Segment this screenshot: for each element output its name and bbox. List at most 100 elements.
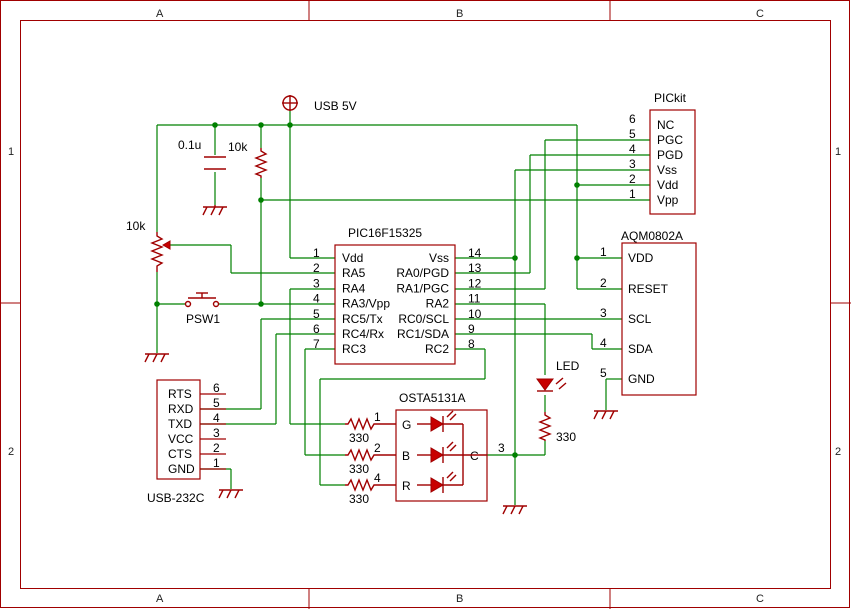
rgb-led-osta5131a: OSTA5131A 1 2 4 G B R C 3 [374,391,505,502]
led-label: LED [556,359,580,373]
mcu-pin-name-4: RA3/Vpp [342,297,390,311]
rgb-resistor-g-label: 330 [349,431,369,445]
frame-col-a-bottom: A [156,593,164,605]
usb232-pin-num-6: 6 [213,381,220,395]
pickit-pin-name-4: PGD [657,148,683,162]
usb232-pin-num-5: 5 [213,396,220,410]
mcu-pin-num-5: 5 [313,307,320,321]
mcu-pin-name-9: RC1/SDA [397,327,449,341]
potentiometer-10k: 10k [126,219,171,272]
frame-col-a-top: A [156,8,164,20]
pickit-name: PICkit [654,91,687,105]
usb232-pin-num-4: 4 [213,411,220,425]
frame-row-1-right: 1 [835,146,841,158]
frame-row-2-left: 2 [8,446,14,458]
mcu-pin-num-14: 14 [468,246,482,260]
rgb-pin-c-name: C [470,449,479,463]
mcu-pin-name-6: RC4/Rx [342,327,384,341]
pickit-pin-num-4: 4 [629,142,636,156]
lcd-pin-num-1: 1 [600,245,607,259]
mcu-pin-num-4: 4 [313,292,320,306]
mcu-pin-num-3: 3 [313,276,320,290]
usb232-pin-num-1: 1 [213,456,220,470]
mcu-pin-name-11: RA2 [426,297,450,311]
usb232-pin-name-2: CTS [168,447,192,461]
ground-symbol-cap [202,205,227,216]
rgb-led-name: OSTA5131A [399,391,465,405]
switch-label: PSW1 [186,312,220,326]
rgb-resistor-g: 330 [345,417,378,445]
pickit-pin-name-6: NC [657,118,675,132]
lcd-pin-name-3: SCL [628,312,652,326]
rgb-pin-b-name: B [402,449,410,463]
mcu-pin-name-12: RA1/PGC [396,281,449,295]
rgb-pin-r-num: 4 [374,471,381,485]
rgb-pin-b-num: 2 [374,441,381,455]
mcu-pin-num-13: 13 [468,261,482,275]
led-indicator: LED [536,359,580,392]
pickit-pin-name-5: PGC [657,133,683,147]
lcd-pin-num-4: 4 [600,336,607,350]
rgb-resistor-r: 330 [345,478,378,506]
push-switch-psw1: PSW1 [184,292,220,326]
ground-symbol-main [502,505,527,515]
mcu-pin-num-1: 1 [313,246,320,260]
mcu-pin-name-7: RC3 [342,342,366,356]
resistor-10k-pullup: 10k [228,140,268,178]
mcu-pin-name-2: RA5 [342,266,366,280]
frame-row-2-right: 2 [835,446,841,458]
rgb-resistor-r-label: 330 [349,492,369,506]
rgb-pin-r-name: R [402,479,411,493]
led-resistor-label: 330 [556,430,576,444]
frame-col-c-bottom: C [756,593,764,605]
mcu-pin-name-1: Vdd [342,251,363,265]
rgb-resistor-b: 330 [345,448,378,476]
mcu-pin-num-8: 8 [468,337,475,351]
usb232-pin-name-1: GND [168,462,195,476]
frame-col-b-bottom: B [456,593,463,605]
pickit-pin-name-1: Vpp [657,193,679,207]
lcd-pin-name-5: GND [628,372,655,386]
mcu-pin-name-5: RC5/Tx [342,312,383,326]
pot-label: 10k [126,219,146,233]
mcu-pin-name-10: RC0/SCL [398,312,449,326]
usb232-name: USB-232C [147,491,205,505]
pullup-label: 10k [228,140,248,154]
pickit-pin-num-2: 2 [629,172,636,186]
mcu-name: PIC16F15325 [348,226,422,240]
wires [156,110,650,505]
pickit-pin-num-3: 3 [629,157,636,171]
lcd-pin-num-5: 5 [600,366,607,380]
mcu-pin-num-12: 12 [468,276,482,290]
frame-col-b-top: B [456,8,463,20]
ground-symbol-pot [144,353,169,363]
usb-5v-power-symbol: USB 5V [282,95,357,113]
usb232-pin-num-3: 3 [213,426,220,440]
rgb-pin-c-num: 3 [498,441,505,455]
lcd-pin-name-2: RESET [628,282,669,296]
mcu-pin-num-2: 2 [313,261,320,275]
usb232-pin-name-4: TXD [168,417,192,431]
mcu-pin-num-6: 6 [313,322,320,336]
pickit-pin-num-1: 1 [629,187,636,201]
mcu-pin-num-11: 11 [468,292,481,306]
ground-symbol-lcd [593,410,618,420]
frame-row-1-left: 1 [8,146,14,158]
lcd-pin-num-3: 3 [600,306,607,320]
usb232-pin-name-5: RXD [168,402,194,416]
lcd-pin-name-1: VDD [628,251,654,265]
usb232-pin-num-2: 2 [213,441,220,455]
rgb-pin-g-num: 1 [374,410,381,424]
lcd-pin-num-2: 2 [600,276,607,290]
pickit-pin-name-2: Vdd [657,178,678,192]
rgb-pin-g-name: G [402,418,411,432]
capacitor-label: 0.1u [178,138,201,152]
lcd-name: AQM0802A [621,229,683,243]
mcu-pin-num-9: 9 [468,322,475,336]
mcu-pin-name-3: RA4 [342,281,366,295]
junction-dots [154,122,580,458]
pickit-pin-num-6: 6 [629,112,636,126]
